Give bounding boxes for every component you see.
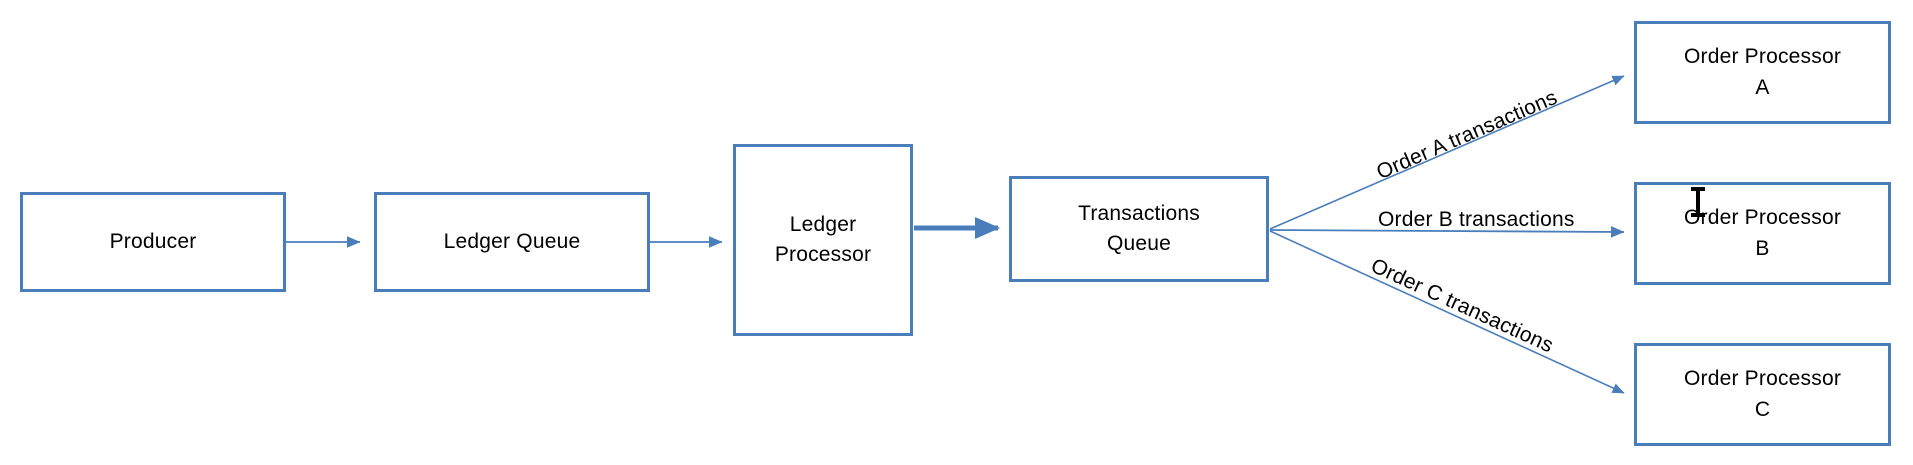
node-ledger-queue[interactable]: Ledger Queue	[374, 192, 650, 292]
node-order-processor-b[interactable]: Order Processor B	[1634, 182, 1891, 285]
node-order-processor-a[interactable]: Order Processor A	[1634, 21, 1891, 124]
node-order-processor-c-label-line2: C	[1754, 397, 1771, 421]
node-transactions-queue-label-line1: Transactions	[1078, 201, 1200, 225]
edge-label-order-b-transactions: Order B transactions	[1378, 208, 1575, 231]
node-producer-label: Producer	[109, 229, 197, 253]
node-ledger-queue-label: Ledger Queue	[443, 229, 581, 253]
node-ledger-processor-label-line1: Ledger	[789, 212, 857, 236]
node-transactions-queue[interactable]: Transactions Queue	[1009, 176, 1269, 282]
node-order-processor-b-label-line1: Order Processor	[1683, 206, 1842, 230]
node-ledger-processor-label-line2: Processor	[774, 243, 872, 266]
node-order-processor-c-label-line1: Order Processor	[1683, 367, 1842, 391]
node-ledger-processor[interactable]: Ledger Processor	[733, 144, 913, 336]
node-transactions-queue-label-line2: Queue	[1106, 232, 1172, 255]
node-order-processor-a-label-line1: Order Processor	[1683, 45, 1842, 69]
node-order-processor-a-label-line2: A	[1755, 75, 1770, 99]
node-order-processor-b-label-line2: B	[1755, 236, 1770, 260]
node-producer[interactable]: Producer	[20, 192, 286, 292]
edge-label-order-a-transactions: Order A transactions	[1373, 85, 1561, 185]
node-order-processor-c[interactable]: Order Processor C	[1634, 343, 1891, 446]
edge-label-order-c-transactions: Order C transactions	[1367, 254, 1557, 358]
